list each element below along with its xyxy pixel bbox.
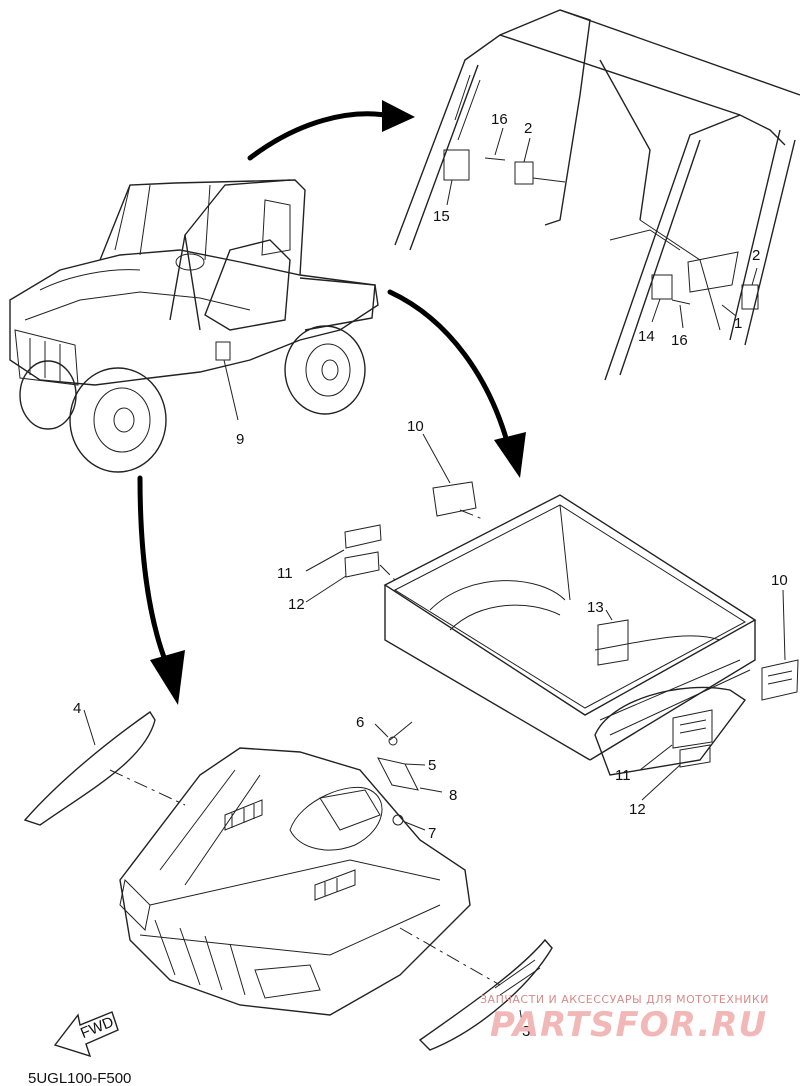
- callout-10: 10: [407, 418, 424, 435]
- callout-2: 2: [524, 120, 532, 137]
- callout-12: 12: [629, 801, 646, 818]
- callout-16: 16: [671, 332, 688, 349]
- direction-arrows: [137, 100, 526, 705]
- callout-13: 13: [587, 599, 604, 616]
- watermark-brand: PARTSFOR.RU: [490, 1005, 767, 1045]
- callout-9: 9: [236, 431, 244, 448]
- vehicle-overview: [9, 179, 379, 473]
- fwd-label: FWD: [78, 1013, 116, 1042]
- cargo-bed: [305, 433, 799, 801]
- callout-5: 5: [428, 757, 436, 774]
- callout-12: 12: [288, 596, 305, 613]
- callout-6: 6: [356, 714, 364, 731]
- callout-1: 1: [734, 315, 742, 332]
- callout-15: 15: [433, 208, 450, 225]
- callout-11: 11: [615, 767, 631, 784]
- callout-14: 14: [638, 328, 655, 345]
- roll-cage: [394, 9, 800, 381]
- watermark-tagline: ЗАПЧАСТИ И АКСЕССУАРЫ ДЛЯ МОТОТЕХНИКИ: [480, 993, 769, 1006]
- callout-7: 7: [428, 825, 436, 842]
- callout-4: 4: [73, 700, 81, 717]
- callout-labels: 1 2 2 3 4 5 6 7 8 9 10 10 11 11 12 12 13…: [73, 111, 788, 1040]
- fwd-arrow-icon: FWD: [53, 1011, 119, 1058]
- callout-2: 2: [752, 247, 760, 264]
- callout-8: 8: [449, 787, 457, 804]
- front-cowl: [23, 709, 553, 1051]
- callout-10: 10: [771, 572, 788, 589]
- callout-3: 3: [522, 1023, 530, 1040]
- watermark: ЗАПЧАСТИ И АКСЕССУАРЫ ДЛЯ МОТОТЕХНИКИ PA…: [480, 993, 769, 1045]
- callout-16: 16: [491, 111, 508, 128]
- diagram-code: 5UGL100-F500: [28, 1070, 131, 1086]
- callout-11: 11: [277, 565, 293, 582]
